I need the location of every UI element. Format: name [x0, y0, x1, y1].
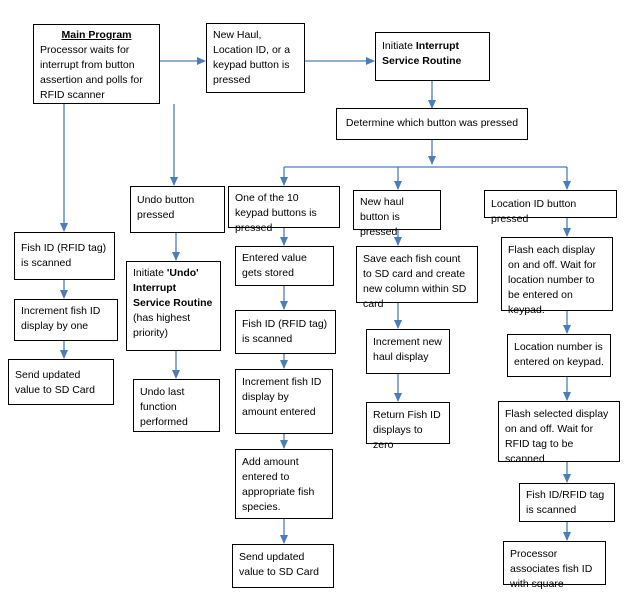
node-fish-increment: Increment fish ID display by one — [14, 299, 118, 341]
node-new-haul-save: Save each fish count to SD card and crea… — [356, 246, 478, 310]
node-location-tag: Fish ID/RFID tag is scanned — [519, 483, 615, 522]
node-keypad-store: Entered value gets stored — [235, 246, 334, 286]
node-keypad-scan-text: Fish ID (RFID tag) is scanned — [242, 318, 328, 345]
node-main-program: Main Program Processor waits for interru… — [33, 24, 160, 104]
node-determine: Determine which button was pressed — [336, 108, 528, 140]
node-main-program-text: Processor waits for interrupt from butto… — [40, 44, 143, 101]
node-new-haul-save-text: Save each fish count to SD card and crea… — [363, 253, 467, 310]
node-location-flash: Flash each display on and off. Wait for … — [501, 237, 613, 316]
node-keypad-increment: Increment fish ID display by amount ente… — [235, 369, 333, 434]
node-undo-last-text: Undo last function performed — [140, 386, 188, 428]
node-location-entered-text: Location number is entered on keypad. — [514, 341, 604, 368]
node-location-associate: Processor associates fish ID with square — [503, 541, 606, 590]
node-keypad-scan: Fish ID (RFID tag) is scanned — [235, 310, 336, 354]
node-new-haul-zero: Return Fish ID displays to zero — [366, 402, 450, 451]
node-trigger-text: New Haul, Location ID, or a keypad butto… — [213, 29, 291, 86]
node-location-entered: Location number is entered on keypad. — [507, 334, 611, 377]
node-undo-isr-prefix: Initiate — [133, 267, 167, 279]
node-location-text: Location ID button pressed — [491, 198, 577, 225]
node-keypad-text: One of the 10 keypad buttons is pressed — [235, 192, 317, 234]
node-undo-isr-suffix: (has highest priority) — [133, 312, 191, 339]
node-location-associate-text: Processor associates fish ID with square — [510, 548, 593, 590]
node-isr: Initiate Interrupt Service Routine — [375, 32, 490, 81]
node-new-haul-increment-text: Increment new haul display — [373, 336, 442, 363]
node-undo: Undo button pressed — [130, 186, 225, 233]
node-main-program-title: Main Program — [61, 29, 132, 41]
node-keypad-send-text: Send updated value to SD Card — [239, 551, 319, 578]
node-location-flash-text: Flash each display on and off. Wait for … — [508, 244, 597, 316]
node-fish-scan-text: Fish ID (RFID tag) is scanned — [21, 242, 107, 269]
node-location-flash-selected: Flash selected display on and off. Wait … — [498, 401, 620, 465]
node-undo-text: Undo button pressed — [137, 194, 195, 221]
node-new-haul-text: New haul button is pressed — [360, 196, 404, 238]
node-new-haul: New haul button is pressed — [353, 190, 441, 238]
node-isr-prefix: Initiate — [382, 40, 416, 52]
node-keypad-send: Send updated value to SD Card — [232, 544, 334, 588]
node-determine-text: Determine which button was pressed — [345, 117, 519, 129]
node-new-haul-increment: Increment new haul display — [366, 329, 450, 374]
node-fish-send-text: Send updated value to SD Card — [15, 369, 95, 396]
node-new-haul-zero-text: Return Fish ID displays to zero — [373, 409, 441, 451]
node-isr-bold: Interrupt Service Routine — [382, 40, 462, 67]
node-keypad: One of the 10 keypad buttons is pressed — [228, 186, 340, 234]
node-location-tag-text: Fish ID/RFID tag is scanned — [526, 489, 605, 516]
node-location: Location ID button pressed — [484, 190, 617, 225]
node-undo-isr: Initiate 'Undo' Interrupt Service Routin… — [126, 261, 221, 351]
node-keypad-add-text: Add amount entered to appropriate fish s… — [242, 456, 315, 513]
node-fish-increment-text: Increment fish ID display by one — [21, 305, 101, 332]
node-keypad-increment-text: Increment fish ID display by amount ente… — [242, 376, 322, 418]
node-keypad-store-text: Entered value gets stored — [242, 252, 307, 279]
node-trigger: New Haul, Location ID, or a keypad butto… — [206, 23, 305, 93]
node-location-flash-selected-text: Flash selected display on and off. Wait … — [505, 408, 609, 465]
node-fish-scan: Fish ID (RFID tag) is scanned — [14, 232, 115, 280]
node-fish-send: Send updated value to SD Card — [8, 359, 114, 405]
node-undo-last: Undo last function performed — [133, 379, 220, 432]
node-keypad-add: Add amount entered to appropriate fish s… — [235, 449, 333, 519]
node-undo-isr-bold: 'Undo' Interrupt Service Routine — [133, 267, 213, 309]
